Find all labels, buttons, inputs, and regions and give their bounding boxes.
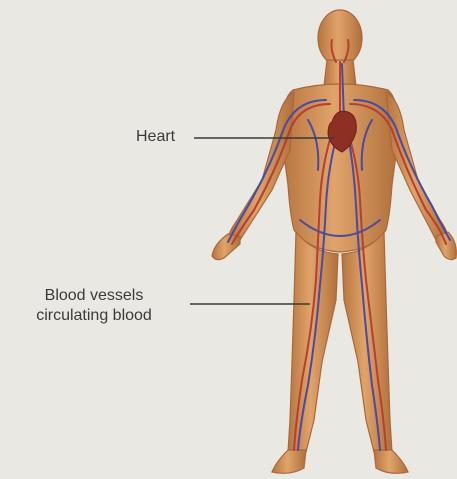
blood-vessels-label: Blood vessels circulating blood xyxy=(0,286,188,326)
blood-vessels-label-line1: Blood vessels xyxy=(0,286,188,306)
body-silhouette xyxy=(212,10,456,473)
leg-left xyxy=(288,232,338,452)
blood-vessels-label-line2: circulating blood xyxy=(0,306,188,326)
foot-left xyxy=(272,450,306,473)
head xyxy=(318,10,362,66)
arm-left xyxy=(228,92,294,240)
heart-label: Heart xyxy=(136,127,175,147)
foot-right xyxy=(374,450,408,473)
hand-right xyxy=(436,232,456,260)
